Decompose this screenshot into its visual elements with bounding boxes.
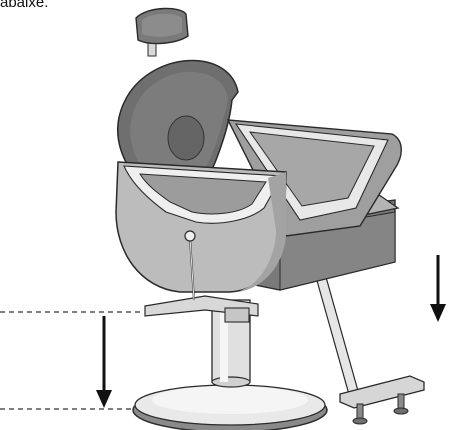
backrest [117,59,239,201]
caption-text: abaixe. [0,0,49,11]
headrest [135,7,189,57]
arrow-down-icon [96,316,112,408]
pump-lever [144,295,259,323]
footrest-rod [313,269,361,399]
chair-base [132,384,328,430]
armrest-left [115,161,287,293]
recline-lever [184,230,196,301]
arrow-down-icon [430,255,446,322]
footrest [339,375,425,425]
armrest-right [226,119,402,237]
